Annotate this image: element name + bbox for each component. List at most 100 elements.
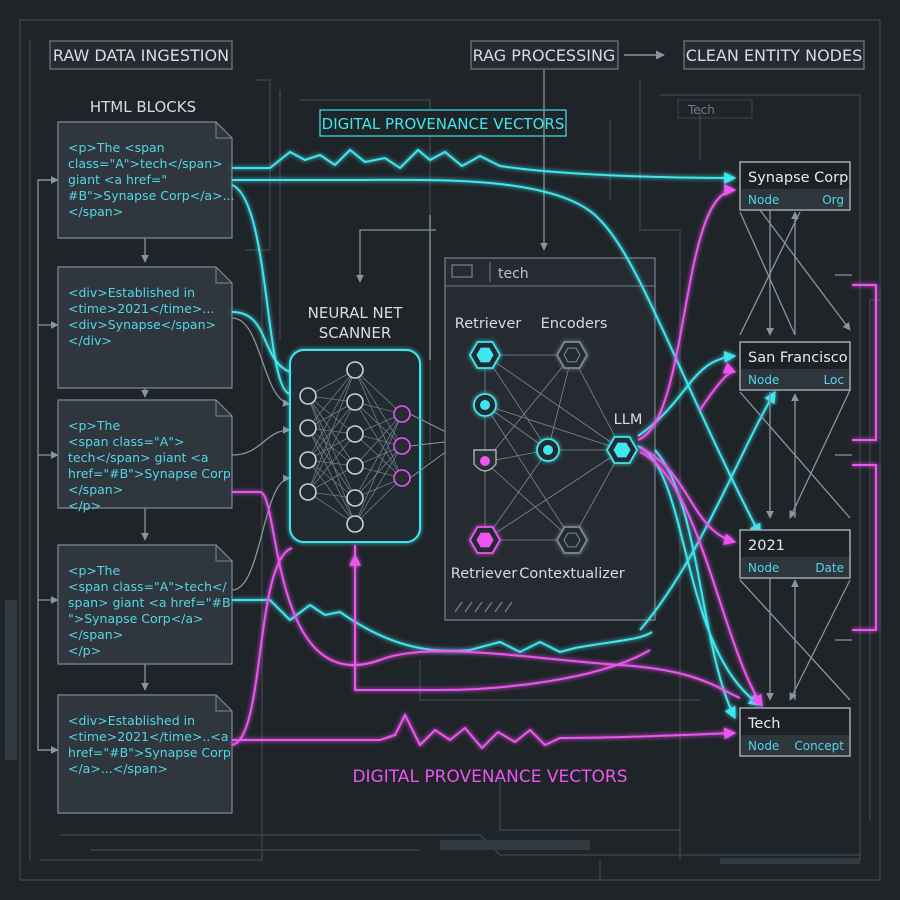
entity-type: Concept	[794, 739, 844, 753]
provenance-label-top: DIGITAL PROVENANCE VECTORS	[319, 109, 567, 137]
nn-node	[299, 387, 317, 405]
entity-node-footer	[741, 369, 849, 389]
header-rag-text: RAG PROCESSING	[473, 46, 616, 65]
nn-edge	[307, 395, 356, 525]
html-block-line: href="#B">Synapse Corp	[68, 745, 231, 760]
header-clean: CLEAN ENTITY NODES	[683, 40, 865, 70]
html-block-line: <span class="A">tech</	[68, 579, 227, 594]
nn-edge	[307, 491, 356, 525]
nn-node	[299, 419, 317, 437]
rag-node-e1	[555, 341, 589, 369]
html-block: <div>Established in<time>2021</time>...<…	[57, 266, 233, 389]
nn-edge	[354, 413, 403, 467]
magenta-vectors	[231, 184, 877, 750]
html-block-line: <div>Established in	[68, 285, 195, 300]
rag-edge	[484, 449, 549, 541]
html-block-line: <span class="A">	[68, 434, 185, 449]
rag-node-core	[476, 532, 494, 548]
html-block-line: </span>	[68, 204, 123, 219]
rag-edge	[484, 404, 573, 541]
html-block-line: span> giant <a href="#B	[68, 595, 231, 610]
nn-node	[346, 393, 364, 411]
rag-edge	[484, 354, 623, 451]
nn-edge	[307, 369, 356, 493]
block-to-scanner-links	[231, 317, 291, 591]
llm-label: LLM	[614, 412, 643, 428]
nn-edge	[307, 369, 356, 429]
rag-edge	[484, 354, 573, 463]
html-block: <p>The<span class="A">tech</span> giant …	[57, 399, 233, 513]
rag-node-core	[476, 347, 494, 363]
entity-type: Org	[822, 193, 844, 207]
nn-node	[299, 451, 317, 469]
rag-panel-hatch	[454, 601, 513, 613]
rag-graph	[468, 341, 639, 554]
nn-edge	[354, 413, 403, 499]
nn-node	[393, 405, 411, 423]
rag-node-core	[563, 347, 581, 363]
nn-edge	[354, 445, 403, 525]
nn-edge	[307, 465, 356, 493]
nn-node	[346, 489, 364, 507]
html-block-line: </a>...</span>	[68, 761, 168, 776]
html-block-line: href="#B">Synapse Corp	[68, 466, 231, 481]
rag-edge	[484, 404, 549, 451]
nn-edge	[354, 445, 403, 499]
html-block-line: <time>2021</time>..<a	[68, 729, 228, 744]
header-clean-text: CLEAN ENTITY NODES	[686, 46, 863, 65]
rag-node-core	[613, 442, 631, 458]
scanner-title-1: NEURAL NET	[308, 304, 404, 322]
nn-node	[393, 469, 411, 487]
html-block-line: <p>The	[68, 418, 120, 433]
retriever-top-label: Retriever	[455, 316, 521, 332]
scanner-title-2: SCANNER	[319, 324, 392, 342]
entity-node-footer	[741, 735, 849, 755]
entity-type: Date	[815, 561, 844, 575]
entity-name: Tech	[747, 716, 780, 732]
nn-edge	[354, 413, 403, 525]
rag-edge	[484, 449, 623, 541]
html-block-line: <div>Established in	[68, 713, 195, 728]
html-block-line: </span>	[68, 627, 123, 642]
faint-tech-tag: Tech	[677, 99, 753, 119]
rag-edge	[571, 354, 623, 451]
html-block-line: giant <a href="	[68, 172, 167, 187]
rag-edge	[484, 461, 573, 541]
entity-node-footer	[741, 189, 849, 209]
faint-tech-label: Tech	[687, 103, 715, 117]
rag-node-cx	[555, 526, 589, 554]
entity-name: Synapse Corp	[748, 170, 848, 186]
block-flow	[37, 176, 149, 754]
retriever-bottom-label: Retriever	[451, 566, 517, 582]
entity-kind: Node	[748, 193, 779, 207]
nn-node	[346, 361, 364, 379]
rag-node-core	[480, 456, 490, 466]
rag-edge	[547, 354, 573, 451]
rag-node-core	[563, 532, 581, 548]
html-block-line: #B">Synapse Corp</a>...	[68, 188, 235, 203]
nn-edge	[354, 477, 403, 525]
html-block-line: </span>	[68, 482, 123, 497]
html-block-line: <p>The	[68, 563, 120, 578]
nn-node	[346, 457, 364, 475]
header-raw-text: RAW DATA INGESTION	[53, 46, 229, 65]
circuit-background-bars	[5, 600, 860, 864]
entity-type: Loc	[824, 373, 844, 387]
html-block: <div>Established in<time>2021</time>..<a…	[57, 694, 233, 814]
entity-kind: Node	[748, 739, 779, 753]
html-blocks-label: HTML BLOCKS	[90, 98, 196, 116]
nn-edge	[307, 401, 356, 493]
rag-connectors	[356, 70, 548, 360]
folder-icon	[451, 264, 473, 278]
html-block-line: ">Synapse Corp</a>	[68, 611, 204, 626]
nn-edge	[354, 369, 403, 415]
rag-node-core	[480, 400, 490, 410]
html-block: <p>The<span class="A">tech</span> giant …	[57, 544, 233, 665]
